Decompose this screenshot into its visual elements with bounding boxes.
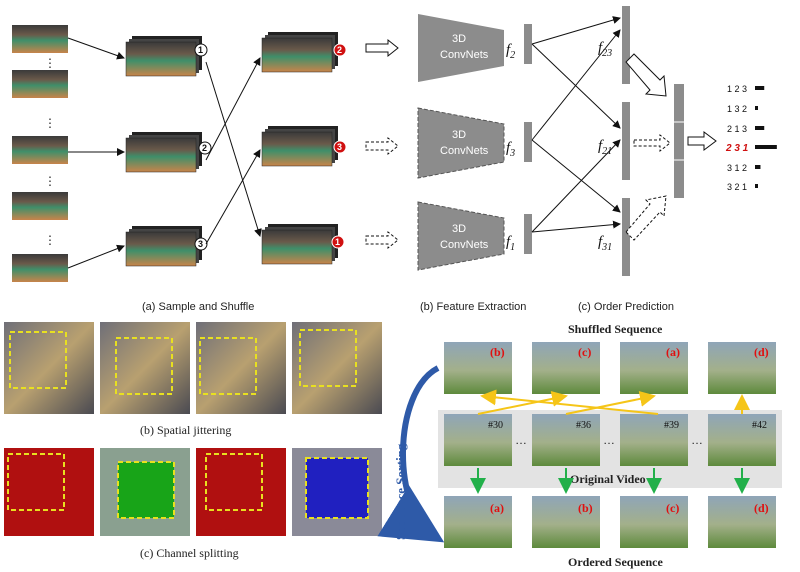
convnet-1: 3D ConvNets — [418, 14, 504, 82]
svg-text:f1: f1 — [506, 234, 515, 253]
order-score-bar — [755, 165, 761, 169]
shuffle-arrows — [477, 389, 750, 415]
caption-spatial-jittering: (b) Spatial jittering — [140, 423, 231, 437]
shuffled-sequence-title: Shuffled Sequence — [568, 322, 663, 336]
badge: 2 — [337, 45, 342, 55]
svg-text:f31: f31 — [598, 234, 612, 253]
order-label: 2 1 3 — [727, 124, 747, 134]
order-label: 3 1 2 — [727, 163, 747, 173]
svg-text:…: … — [603, 433, 615, 447]
svg-text:(c): (c) — [666, 501, 679, 515]
convnet-3: 3D ConvNets — [417, 201, 505, 271]
svg-text:ConvNets: ConvNets — [440, 239, 489, 251]
shuffled-frames: (b) (c) (a) (d) — [444, 342, 776, 394]
badge: 2 — [202, 143, 207, 153]
pair-feature-labels: f23 f21 f31 — [598, 40, 612, 253]
order-list: 1 2 3 1 3 2 2 1 3 2 3 1 3 1 2 3 2 1 — [725, 84, 777, 192]
original-frames: #30 #36 #39 #42 … … … — [444, 414, 776, 466]
svg-text:(d): (d) — [754, 501, 769, 515]
order-label: 3 2 1 — [727, 182, 747, 192]
caption-feature-extraction: (b) Feature Extraction — [420, 301, 526, 313]
order-score-bars — [755, 86, 777, 188]
svg-text:3D: 3D — [452, 33, 466, 45]
badge: 1 — [335, 237, 340, 247]
spatial-jitter-frames — [4, 322, 382, 414]
svg-text:(a): (a) — [666, 345, 680, 359]
original-video-title: Original Video — [570, 472, 646, 486]
svg-text:#30: #30 — [488, 420, 503, 431]
svg-text:…: … — [691, 433, 703, 447]
caption-channel-splitting: (c) Channel splitting — [140, 546, 239, 560]
pair-feature-bars — [622, 6, 630, 276]
sample-arrows — [67, 37, 262, 269]
stack-badges: 1 2 3 2 3 1 — [194, 43, 347, 251]
svg-text:f2: f2 — [506, 42, 515, 61]
concat-arrows — [625, 53, 671, 241]
svg-text:⋮: ⋮ — [44, 56, 56, 70]
svg-text:⋮: ⋮ — [44, 233, 56, 247]
sequence-sorting-arrow — [377, 365, 445, 543]
svg-text:#42: #42 — [752, 420, 767, 431]
concat-vector — [674, 84, 684, 198]
svg-text:(c): (c) — [578, 345, 591, 359]
svg-text:…: … — [515, 433, 527, 447]
svg-text:f23: f23 — [598, 40, 612, 59]
pair-arrows — [531, 16, 621, 233]
badge: 1 — [198, 45, 203, 55]
order-label: 2 3 1 — [725, 143, 749, 154]
feature-bars — [524, 24, 532, 254]
convnet-2: 3D ConvNets — [417, 107, 505, 179]
badge: 3 — [198, 239, 203, 249]
ordered-frames: (a) (b) (c) (d) — [444, 496, 776, 548]
svg-text:⋮: ⋮ — [44, 174, 56, 188]
order-label: 1 3 2 — [727, 104, 747, 114]
svg-text:3D: 3D — [452, 223, 466, 235]
svg-text:(a): (a) — [490, 501, 504, 515]
sequence-sorting-label: Sequence Sorting — [393, 443, 408, 540]
svg-text:#39: #39 — [664, 420, 679, 431]
order-score-bar — [755, 184, 758, 188]
badge: 3 — [337, 142, 342, 152]
svg-text:(d): (d) — [754, 345, 769, 359]
input-frames: ⋮ ⋮ ⋮ ⋮ — [12, 25, 68, 282]
order-score-bar — [755, 106, 758, 110]
order-score-bar — [755, 86, 765, 90]
svg-text:(b): (b) — [578, 501, 593, 515]
input-arrows — [365, 38, 399, 250]
svg-text:⋮: ⋮ — [44, 116, 56, 130]
output-arrow — [687, 131, 717, 151]
svg-text:3D: 3D — [452, 129, 466, 141]
feature-labels: f2 f3 f1 — [506, 42, 515, 253]
svg-text:(b): (b) — [490, 345, 505, 359]
caption-order-prediction: (c) Order Prediction — [578, 301, 674, 313]
svg-text:ConvNets: ConvNets — [440, 145, 489, 157]
svg-text:f21: f21 — [598, 138, 612, 157]
svg-text:ConvNets: ConvNets — [440, 49, 489, 61]
order-score-bar — [755, 145, 777, 149]
svg-text:#36: #36 — [576, 420, 591, 431]
caption-sample-shuffle: (a) Sample and Shuffle — [142, 301, 254, 313]
channel-split-frames — [4, 448, 382, 536]
order-score-bar — [755, 126, 765, 130]
order-arrows — [470, 468, 750, 494]
svg-text:f3: f3 — [506, 140, 515, 159]
sampled-stacks — [125, 32, 338, 267]
order-label: 1 2 3 — [727, 84, 747, 94]
ordered-sequence-title: Ordered Sequence — [568, 555, 663, 569]
